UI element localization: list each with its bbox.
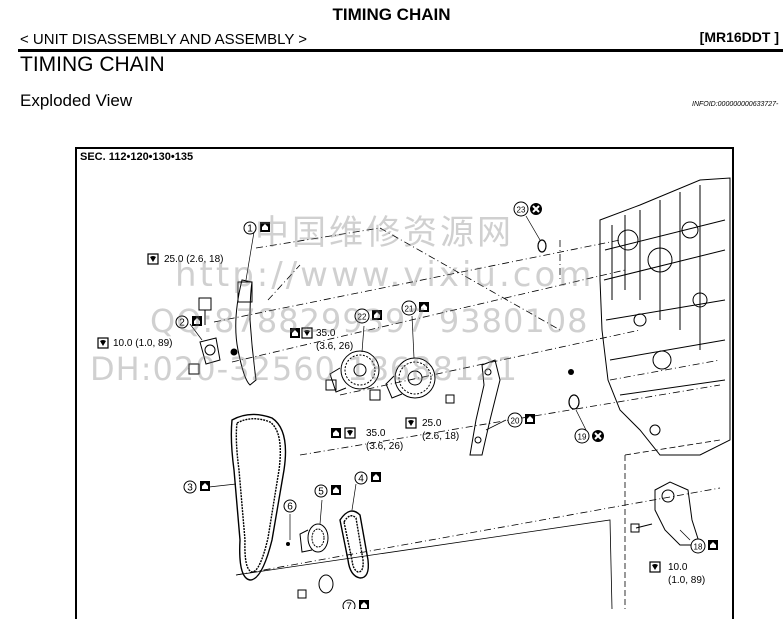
part-label-2: 2 (179, 318, 185, 329)
engine-block (599, 177, 731, 456)
model-code: [MR16DDT ] (699, 29, 779, 45)
torque-value-5: 25.0 (422, 418, 442, 429)
section-subtitle: Exploded View (20, 91, 133, 110)
camshaft-sprocket-21 (385, 357, 436, 399)
part-label-20: 20 (511, 417, 520, 426)
torque-value-2: 10.0 (1.0, 89) (113, 338, 173, 349)
part-label-3: 3 (187, 483, 193, 494)
torque-value-6: 10.0 (668, 562, 688, 573)
chain-tensioner-2 (199, 337, 238, 365)
callout-part-21: 21 (401, 300, 429, 316)
callout-part-6: 6 (283, 499, 297, 513)
callout-part-20: 20 (507, 412, 535, 428)
torque-value-3: 35.0 (316, 328, 336, 339)
part-label-4: 4 (358, 474, 364, 485)
callout-part-2: 2 (175, 315, 202, 329)
callout-part-23: 23 (513, 201, 543, 217)
chain-guide-20 (469, 359, 501, 456)
info-id: INFOID:000000000633727- (692, 101, 779, 108)
page-header-title: TIMING CHAIN (332, 5, 451, 24)
header-rule (18, 49, 783, 52)
torque-value-4-units: (3.6, 26) (366, 441, 404, 452)
part-label-5: 5 (318, 487, 324, 498)
chain-tensioner-18 (630, 481, 701, 546)
callout-part-3: 3 (183, 480, 210, 494)
figure-frame (75, 147, 734, 619)
callout-part-19: 19 (574, 428, 605, 444)
chain-guide-1 (235, 279, 257, 386)
crankshaft-sprocket-5 (299, 523, 329, 553)
torque-value-5-units: (2.6, 18) (422, 431, 460, 442)
part-label-6: 6 (287, 502, 293, 513)
part-label-7: 7 (346, 602, 352, 610)
torque-value-4: 35.0 (366, 428, 386, 439)
part-label-19: 19 (578, 433, 587, 442)
part-label-23: 23 (517, 206, 526, 215)
torque-value-3-units: (3.6, 26) (316, 341, 354, 352)
section-reference-label: SEC. 112•120•130•135 (80, 151, 194, 163)
torque-value-6-units: (1.0, 89) (668, 575, 706, 586)
callout-part-22: 22 (354, 308, 382, 324)
torque-value-1: 25.0 (2.6, 18) (164, 254, 224, 265)
callout-part-4: 4 (354, 471, 381, 485)
timing-chain-3 (230, 413, 287, 581)
camshaft-sprocket-22 (329, 350, 380, 393)
part-label-18: 18 (694, 543, 703, 552)
part-label-1: 1 (247, 224, 253, 235)
page-header-subtitle: < UNIT DISASSEMBLY AND ASSEMBLY > (20, 31, 308, 48)
part-callouts: 1 2 3 4 5 6 7 18 19 20 21 22 23 (175, 201, 718, 610)
callout-part-7: 7 (342, 599, 369, 610)
callout-part-5: 5 (314, 484, 341, 498)
section-title: TIMING CHAIN (20, 53, 165, 76)
part-label-21: 21 (405, 305, 414, 314)
oil-pump-chain-4 (339, 510, 370, 579)
callout-part-1: 1 (243, 221, 270, 235)
callout-part-18: 18 (690, 538, 718, 554)
part-label-22: 22 (358, 313, 367, 322)
